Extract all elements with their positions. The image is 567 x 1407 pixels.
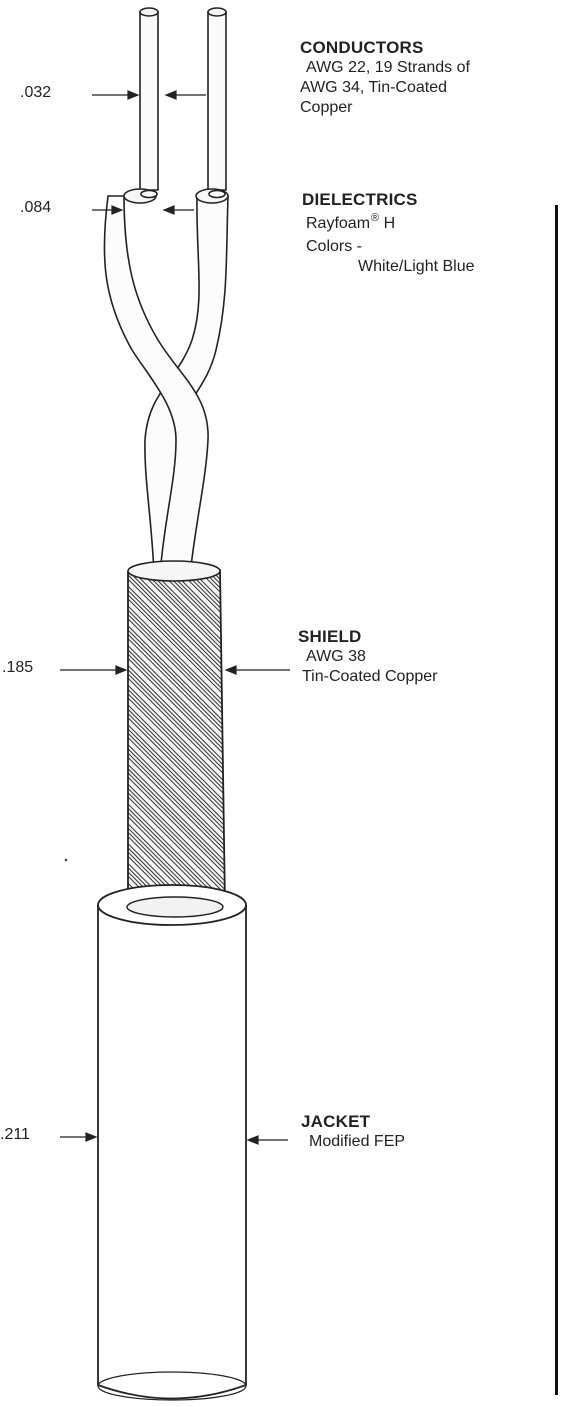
dielectrics-colors-label: Colors - [306,238,363,255]
dim-shield: .185 [2,659,34,676]
registered-mark: ® [371,212,380,224]
dim-dielectric: .084 [20,199,52,216]
dim-jacket: .211 [0,1126,30,1143]
dim-conductor: .032 [20,84,52,101]
dielectrics-label-block: DIELECTRICS Rayfoam® H Colors - White/Li… [302,190,552,277]
dielectrics-material-suffix: H [383,215,396,232]
conductors-heading: CONDUCTORS [300,38,424,57]
conductors-line-1: AWG 22, 19 Strands of [306,59,470,76]
jacket-label-block: JACKET Modified FEP [301,1112,501,1152]
conductor-wire-right-end [207,7,227,17]
conductor-wire-left [139,11,159,191]
conductors-line-2: AWG 34, Tin-Coated [300,79,448,96]
shield-heading: SHIELD [298,627,362,646]
dielectrics-heading: DIELECTRICS [302,190,418,209]
shield-line-1: AWG 38 [306,648,366,665]
conductors-label-block: CONDUCTORS AWG 22, 19 Strands of AWG 34,… [300,38,565,118]
shield-line-2: Tin-Coated Copper [302,668,438,685]
conductor-wire-right [207,11,227,191]
dielectrics-colors-value: White/Light Blue [358,258,475,275]
scan-speck [64,858,68,862]
shield-label-block: SHIELD AWG 38 Tin-Coated Copper [298,627,548,687]
jacket-line-1: Modified FEP [309,1133,406,1150]
braided-shield [127,560,226,914]
dimension-arrows [60,90,290,1145]
jacket-heading: JACKET [301,1112,371,1131]
conductors-line-3: Copper [300,99,353,116]
conductor-wire-left-end [139,7,159,17]
dielectrics-material: Rayfoam® H [302,212,552,235]
frame-rule [555,205,558,1395]
dielectrics-material-name: Rayfoam [306,215,371,232]
outer-jacket [97,884,247,1401]
dielectric-pair [103,188,229,576]
conductor-wires [139,7,227,191]
